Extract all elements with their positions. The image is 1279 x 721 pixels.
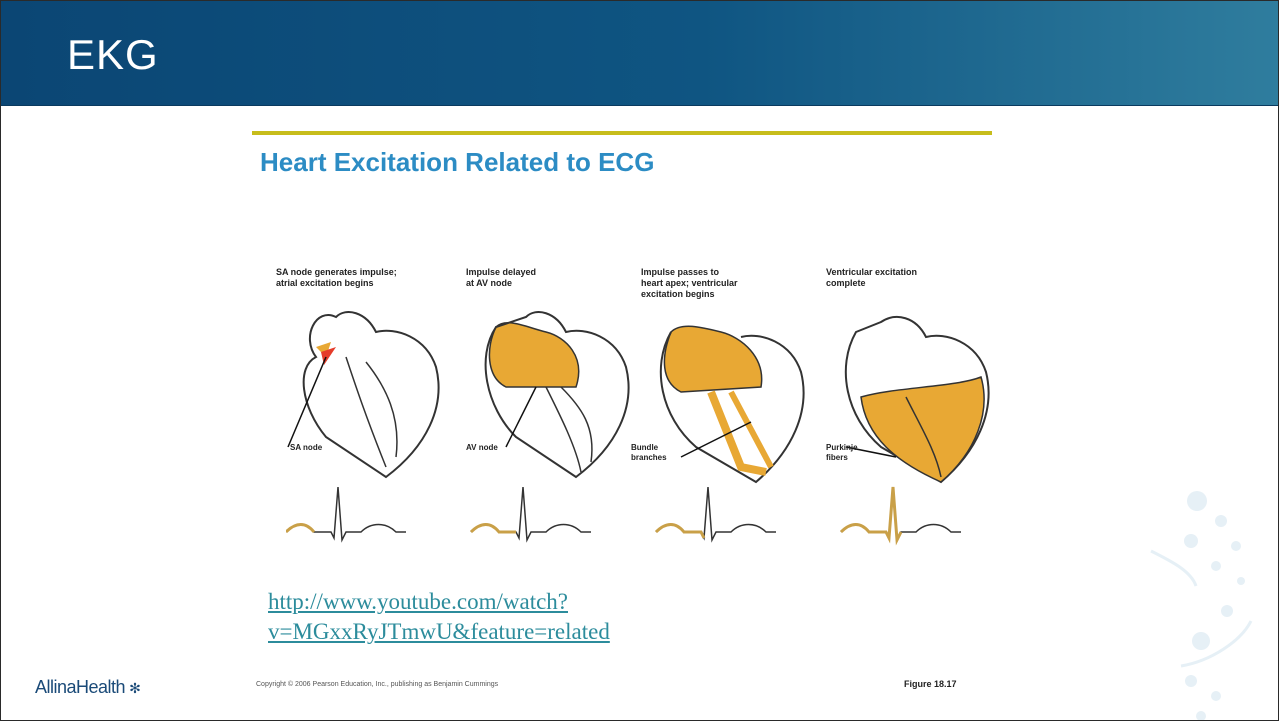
heart-label: Bundle branches [631, 443, 667, 463]
logo-text: AllinaHealth [35, 677, 125, 697]
ecg-trace-3 [656, 487, 776, 540]
panel-caption: SA node generates impulse; atrial excita… [276, 267, 456, 289]
panel-caption: Ventricular excitation complete [826, 267, 1006, 289]
logo-mark-icon: ✻ [129, 680, 140, 697]
figure-title: Heart Excitation Related to ECG [260, 147, 654, 178]
ecg-trace-1 [286, 487, 406, 540]
copyright-text: Copyright © 2006 Pearson Education, Inc.… [256, 681, 498, 688]
header-bar: EKG [1, 1, 1278, 106]
heart-label: SA node [290, 443, 322, 453]
heart-diagram [276, 297, 456, 487]
heart-label: Purkinje fibers [826, 443, 858, 463]
allina-health-logo: AllinaHealth✻ [35, 677, 140, 698]
ecg-trace-2 [471, 487, 591, 540]
slide-title: EKG [67, 31, 159, 79]
decorative-dots [1141, 481, 1271, 721]
figure-number: Figure 18.17 [904, 679, 957, 689]
heart-label: AV node [466, 443, 498, 453]
youtube-link[interactable]: http://www.youtube.com/watch?v=MGxxRyJTm… [268, 587, 688, 647]
ecg-traces [286, 482, 986, 562]
panel-caption: Impulse passes to heart apex; ventricula… [641, 267, 821, 300]
figure: Heart Excitation Related to ECG SA node … [246, 127, 996, 702]
heart-diagram [466, 297, 646, 487]
figure-rule [252, 131, 992, 135]
panel-caption: Impulse delayed at AV node [466, 267, 646, 289]
ecg-trace-4 [841, 487, 961, 540]
heart-diagram [641, 297, 821, 487]
